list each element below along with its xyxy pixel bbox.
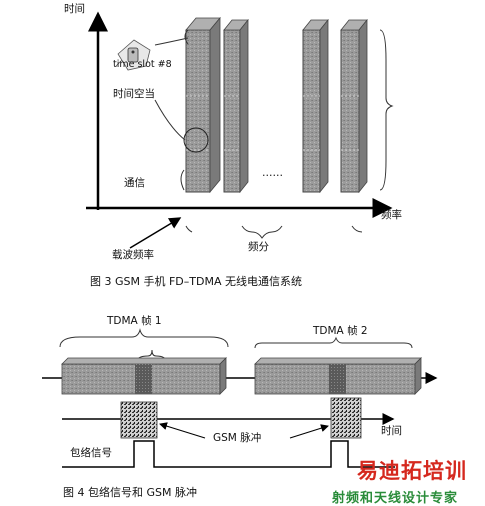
fig3-carrier-column-2 (223, 18, 249, 194)
fig4-frame2-label: TDMA 帧 2 (313, 325, 368, 337)
fig4-diagram (42, 328, 438, 468)
fig4-burst-label: GSM 脉冲 (213, 432, 262, 444)
fig4-frame1-brace (59, 328, 229, 348)
fig3-traffic-brace (180, 169, 185, 191)
fig4-frame1-active-slot (135, 364, 152, 394)
watermark-brand: 易迪拓培训 (357, 459, 467, 483)
fig3-timeslot-bracket (184, 29, 189, 45)
fig4-frame1-block (61, 357, 227, 395)
fig3-guard-leader (154, 99, 186, 141)
fig3-channel-label: 频分 (248, 241, 269, 253)
fig3-ellipsis: …… (262, 167, 283, 179)
handset-icon (115, 39, 151, 71)
fig4-time-label: 时间 (381, 425, 402, 437)
fig3-guard-time-label: 时间空当 (113, 88, 155, 100)
fig3-traffic-label: 通信 (124, 177, 145, 189)
fig3-timeslot-label: time slot #8 (113, 59, 172, 70)
fig3-hook-right (351, 225, 363, 233)
fig3-hook-left (185, 225, 193, 233)
fig4-burst-2 (330, 397, 362, 439)
fig4-frame2-active-slot (329, 364, 346, 394)
fig3-right-brace (379, 29, 394, 191)
fig3-carrier-arrow (129, 217, 182, 249)
fig4-frame2-block (254, 357, 422, 395)
fig3-carrier-label: 载波频率 (112, 249, 154, 261)
fig3-carrier-column-1 (185, 16, 221, 194)
fig3-carrier-column-3 (302, 18, 329, 194)
fig3-y-axis-label: 时间 (64, 3, 85, 15)
fig4-burst-arrow-left (159, 422, 206, 439)
watermark-tagline: 射频和天线设计专家 (332, 491, 459, 506)
fig3-caption: 图 3 GSM 手机 FD–TDMA 无线电通信系统 (90, 275, 302, 288)
fig4-frame1-label: TDMA 帧 1 (107, 315, 162, 327)
fig4-burst-arrow-right (289, 424, 329, 439)
fig3-timeslot-callout (154, 37, 189, 46)
fig4-frame2-brace (254, 336, 413, 349)
fig4-caption: 图 4 包络信号和 GSM 脉冲 (63, 486, 197, 499)
fig4-envelope-label: 包络信号 (70, 447, 112, 459)
fig3-carrier-column-4 (340, 18, 368, 194)
fig4-burst-1 (120, 401, 158, 439)
fig3-channel-brace (241, 225, 283, 239)
fig3-x-axis-label: 频率 (381, 209, 402, 221)
fig3-diagram (86, 11, 394, 249)
fig4-envelope-signal (62, 440, 395, 468)
fig3-guard-circle (183, 127, 209, 153)
fig4-slot-bracket (136, 349, 167, 363)
